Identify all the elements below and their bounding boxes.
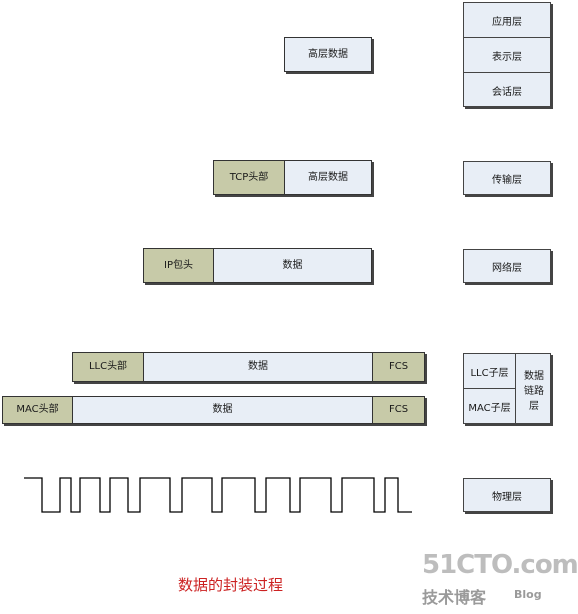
datalink-layer-group: LLC子层 MAC子层 数据 链路 层 [463, 353, 551, 424]
datalink-layer: 数据 链路 层 [518, 354, 550, 424]
tcp-header: TCP头部 [214, 161, 285, 194]
diagram-caption: 数据的封装过程 [178, 576, 284, 594]
mac-header: MAC头部 [3, 397, 73, 423]
llc-fcs: FCS [373, 353, 424, 381]
mac-fcs: FCS [373, 397, 424, 423]
datalink-label-line-3: 层 [529, 400, 539, 412]
watermark-site: 51CTO.com [422, 550, 578, 580]
transport-layer: 传输层 [463, 161, 551, 195]
session-layer: 会话层 [492, 86, 522, 98]
ip-packet: IP包头 数据 [143, 248, 372, 283]
osi-upper-layers-stack: 应用层 表示层 会话层 [463, 2, 551, 107]
mac-sublayer: MAC子层 [464, 389, 516, 424]
datalink-label-line-1: 数据 [524, 370, 544, 382]
llc-frame: LLC头部 数据 FCS [72, 352, 425, 382]
tcp-data: 高层数据 [308, 171, 348, 183]
app-data-block: 高层数据 [284, 37, 372, 72]
datalink-label-line-2: 链路 [524, 385, 544, 397]
physical-signal-waveform [24, 477, 412, 513]
mac-data: 数据 [73, 397, 373, 423]
watermark-tagline: 技术博客 [422, 588, 487, 607]
llc-sublayer: LLC子层 [464, 354, 516, 389]
ip-header: IP包头 [144, 249, 214, 282]
watermark-logo: 51CTO.com 技术博客 Blog [420, 550, 578, 610]
application-layer: 应用层 [464, 3, 550, 38]
mac-frame: MAC头部 数据 FCS [2, 396, 425, 424]
tcp-segment: TCP头部 高层数据 [213, 160, 372, 195]
ip-data: 数据 [282, 259, 303, 271]
llc-header: LLC头部 [73, 353, 144, 381]
network-layer: 网络层 [463, 249, 551, 283]
physical-layer: 物理层 [463, 478, 551, 512]
watermark-blog: Blog [514, 588, 542, 601]
llc-data: 数据 [144, 353, 373, 381]
presentation-layer: 表示层 [464, 38, 550, 73]
